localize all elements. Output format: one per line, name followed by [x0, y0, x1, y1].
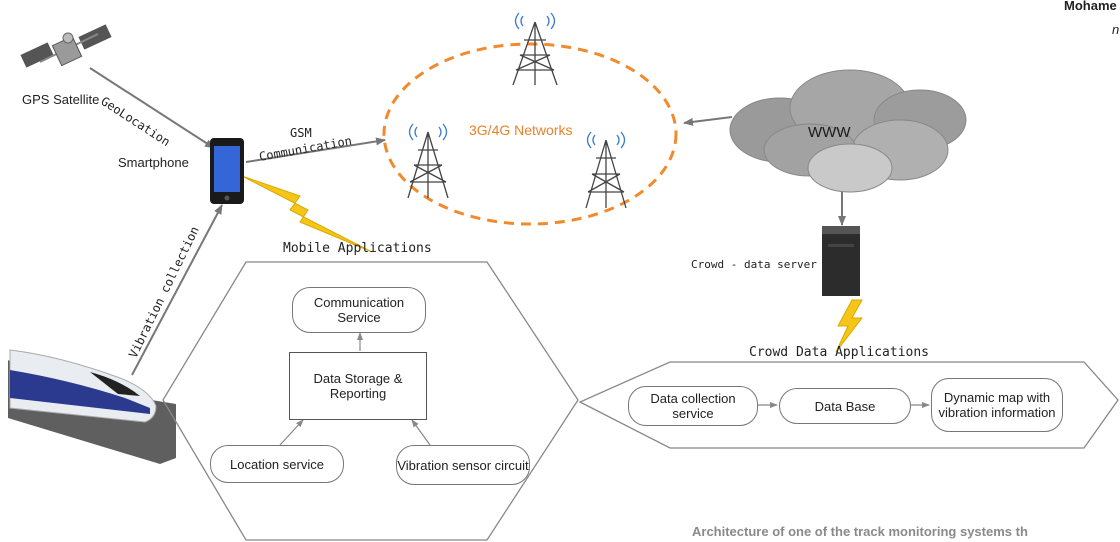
crowd-app-title: Crowd Data Applications [749, 345, 930, 360]
gps-satellite-icon [20, 24, 112, 68]
cell-tower-icon [585, 131, 627, 209]
dynamic-map-box: Dynamic map with vibration information [931, 378, 1063, 432]
sensor-to-storage-arrow [411, 419, 431, 446]
network-www-arrow [683, 116, 733, 126]
gps-satellite-label: GPS Satellite [22, 92, 100, 107]
server-icon [822, 226, 860, 296]
database-box: Data Base [779, 388, 911, 424]
smartphone-icon [210, 138, 244, 204]
location-to-storage-arrow [279, 419, 304, 446]
www-label: WWW [808, 124, 851, 141]
author-header: Mohame [1064, 0, 1117, 13]
smartphone-label: Smartphone [118, 155, 189, 170]
data-collection-box: Data collection service [628, 386, 758, 426]
data-storage-box: Data Storage & Reporting [289, 352, 427, 420]
vibration-arrow [131, 204, 223, 376]
communication-service-box: Communication Service [292, 287, 426, 333]
gsm-arrow [245, 137, 386, 163]
location-service-box: Location service [210, 445, 344, 483]
train-icon [8, 349, 176, 464]
server-lightning-icon [835, 299, 864, 353]
cloud-icon [729, 69, 967, 193]
author-subheader: n [1112, 22, 1120, 37]
networks-label: 3G/4G Networks [469, 122, 573, 138]
cell-tower-icon [407, 123, 449, 199]
mobile-app-title: Mobile Applications [283, 241, 432, 256]
crowd-server-label: Crowd - data server [691, 258, 817, 271]
cell-tower-icon [512, 12, 558, 86]
mobile-app-hexagon [162, 261, 579, 541]
lightning-bolt-icon [241, 175, 373, 253]
geolocation-arrow [89, 67, 215, 149]
gsm-label: GSM [290, 126, 312, 140]
crowd-app-hexagon [578, 361, 1119, 449]
network-ring [382, 42, 678, 226]
figure-caption: Architecture of one of the track monitor… [692, 524, 1028, 539]
vibration-sensor-box: Vibration sensor circuit [396, 445, 530, 485]
